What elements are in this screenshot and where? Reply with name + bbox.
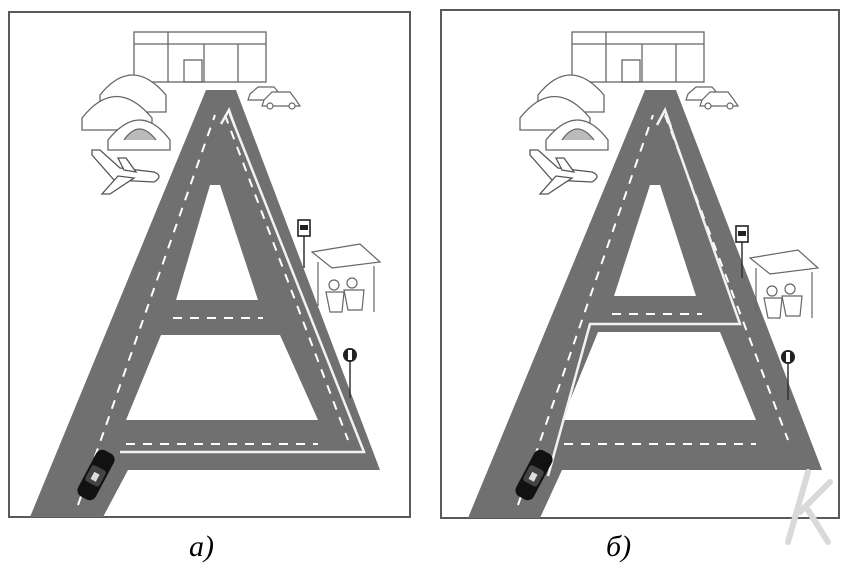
airport-terminal-icon	[571, 31, 705, 83]
bus-shelter-icon	[310, 243, 382, 313]
round-road-sign-icon	[343, 348, 357, 398]
parked-cars-icon	[247, 86, 302, 110]
airport-terminal-icon	[133, 31, 267, 83]
hangar-icon	[81, 74, 171, 151]
panel-b-caption: б)	[606, 530, 632, 563]
panel-b	[440, 0, 840, 520]
route-arrow	[546, 106, 742, 477]
panel-a	[8, 0, 411, 520]
bus-shelter-icon	[748, 249, 820, 319]
airplane-icon	[529, 149, 598, 195]
taxi-car-icon	[77, 449, 115, 501]
panel-a-drawing	[8, 11, 411, 518]
road-letter-a	[30, 90, 380, 517]
lane-markings	[77, 114, 349, 506]
route-arrow	[120, 107, 366, 454]
round-road-sign-icon	[781, 350, 795, 400]
bus-stop-sign-icon	[297, 219, 311, 268]
parked-cars-icon	[685, 86, 740, 110]
taxi-car-icon	[515, 449, 553, 501]
airplane-icon	[91, 149, 160, 195]
hangar-icon	[519, 74, 609, 151]
road-network	[30, 90, 380, 517]
watermark-mark	[785, 469, 833, 545]
road-letter-a	[468, 90, 822, 518]
bus-stop-sign-icon	[735, 225, 749, 278]
panel-a-caption: а)	[189, 530, 214, 563]
panel-b-drawing	[440, 9, 840, 519]
